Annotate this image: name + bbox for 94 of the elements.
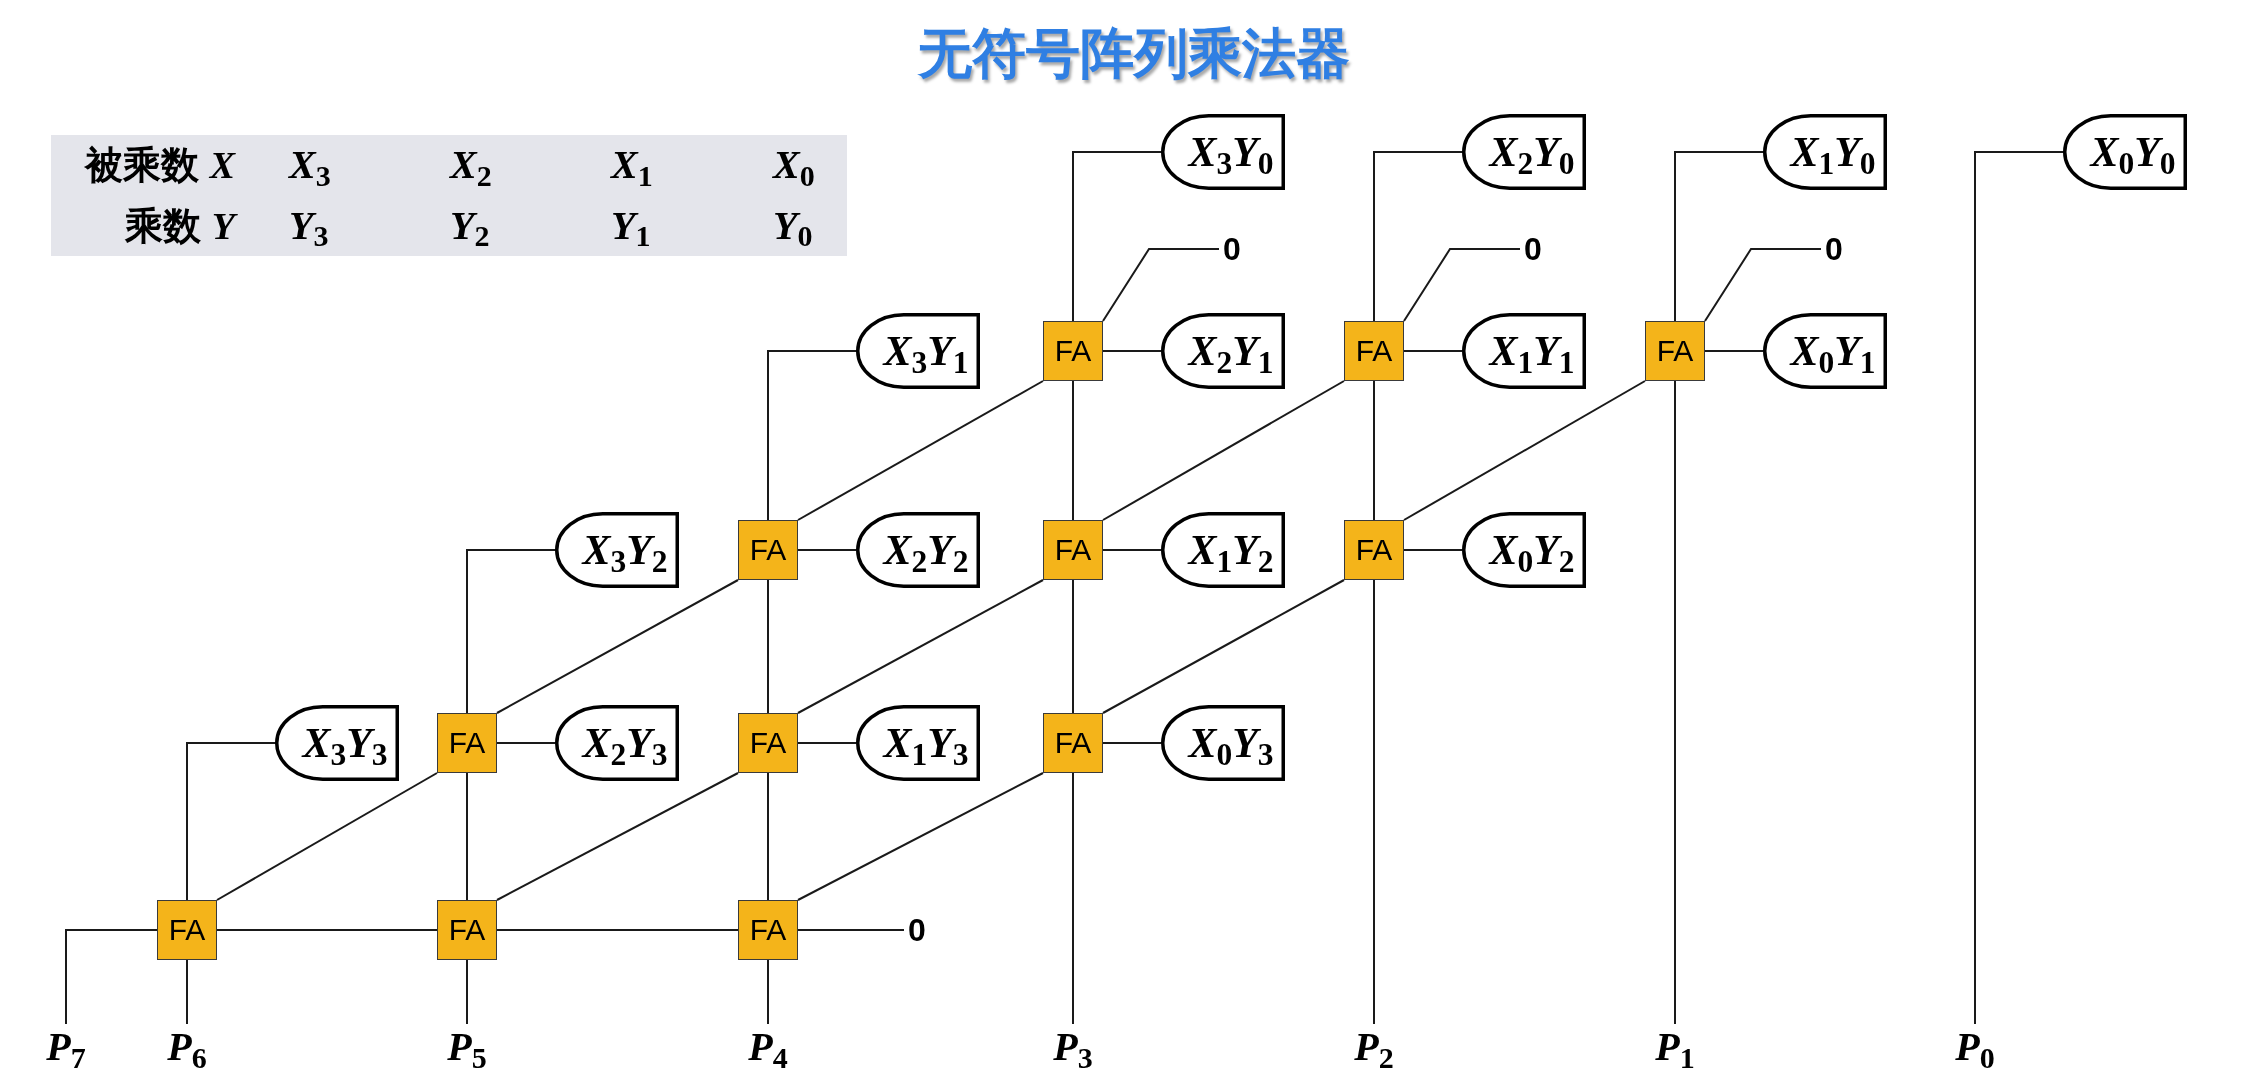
operand-bit: Y$_{2}$ (450, 205, 490, 246)
wire (496, 579, 739, 714)
output-bit-label: P$_{3}$ (1053, 1024, 1093, 1070)
wire (466, 959, 468, 1025)
constant-zero: 0 (908, 912, 926, 948)
full-adder-box: FA (437, 713, 497, 773)
wire (767, 959, 769, 1025)
wire (1102, 742, 1162, 744)
row-heading: 被乘数 X (85, 146, 235, 185)
full-adder-box: FA (1645, 321, 1705, 381)
and-gate: X$_{3}$Y$_{3}$ (275, 705, 399, 781)
wire (1072, 380, 1074, 521)
wire (186, 959, 188, 1025)
wire (1974, 151, 2065, 1025)
full-adder-box: FA (1043, 713, 1103, 773)
wire (1704, 350, 1764, 352)
operand-bit: Y$_{3}$ (289, 205, 329, 246)
full-adder-box: FA (738, 900, 798, 960)
and-gate: X$_{1}$Y$_{3}$ (856, 705, 980, 781)
operand-bit: X$_{2}$ (450, 145, 492, 186)
wire (1373, 579, 1375, 1025)
wire (1674, 380, 1676, 1025)
output-bit-label: P$_{7}$ (46, 1024, 86, 1070)
wire (1102, 380, 1345, 521)
wire (1674, 151, 1765, 322)
full-adder-box: FA (738, 520, 798, 580)
wire (1072, 579, 1074, 714)
wire (797, 929, 905, 931)
and-gate: X$_{2}$Y$_{2}$ (856, 512, 980, 588)
wire (1102, 549, 1162, 551)
wire (1403, 549, 1463, 551)
wire (466, 549, 557, 714)
and-gate: X$_{0}$Y$_{0}$ (2063, 114, 2187, 190)
wire (216, 772, 438, 901)
output-bit-label: P$_{4}$ (748, 1024, 788, 1070)
wire (797, 579, 1044, 714)
wire (65, 929, 159, 1025)
wire (186, 742, 277, 901)
wire (1072, 151, 1163, 322)
wire (767, 350, 858, 521)
full-adder-box: FA (1043, 321, 1103, 381)
full-adder-box: FA (1043, 520, 1103, 580)
wire (496, 929, 739, 931)
wire (797, 772, 1044, 901)
constant-zero: 0 (1524, 231, 1542, 267)
and-gate: X$_{2}$Y$_{0}$ (1462, 114, 1586, 190)
and-gate: X$_{1}$Y$_{0}$ (1763, 114, 1887, 190)
and-gate: X$_{3}$Y$_{2}$ (555, 512, 679, 588)
operand-bit: Y$_{1}$ (611, 205, 651, 246)
constant-zero: 0 (1825, 231, 1843, 267)
full-adder-box: FA (1344, 321, 1404, 381)
operand-bit: X$_{1}$ (611, 145, 653, 186)
wire (1373, 151, 1464, 322)
and-gate: X$_{0}$Y$_{1}$ (1763, 313, 1887, 389)
wire (767, 772, 769, 901)
wire (797, 380, 1044, 521)
and-gate: X$_{0}$Y$_{3}$ (1161, 705, 1285, 781)
wire (1102, 350, 1162, 352)
operand-bit: Y$_{0}$ (773, 205, 813, 246)
full-adder-box: FA (157, 900, 217, 960)
wire (767, 579, 769, 714)
and-gate: X$_{3}$Y$_{1}$ (856, 313, 980, 389)
output-bit-label: P$_{0}$ (1955, 1024, 1995, 1070)
wire (1373, 380, 1375, 521)
wire (1102, 579, 1345, 714)
operand-bit: X$_{3}$ (289, 145, 331, 186)
and-gate: X$_{1}$Y$_{1}$ (1462, 313, 1586, 389)
wire (1403, 380, 1646, 521)
wire (1102, 248, 1220, 322)
and-gate: X$_{3}$Y$_{0}$ (1161, 114, 1285, 190)
wire (216, 929, 438, 931)
wire (496, 772, 739, 901)
wire (1403, 248, 1521, 322)
wire (496, 742, 556, 744)
wire (1403, 350, 1463, 352)
constant-zero: 0 (1223, 231, 1241, 267)
wire (797, 549, 857, 551)
diagram-title: 无符号阵列乘法器 (917, 22, 1350, 85)
and-gate: X$_{2}$Y$_{3}$ (555, 705, 679, 781)
wire (1704, 248, 1822, 322)
full-adder-box: FA (1344, 520, 1404, 580)
wire (1072, 772, 1074, 1025)
and-gate: X$_{1}$Y$_{2}$ (1161, 512, 1285, 588)
and-gate: X$_{0}$Y$_{2}$ (1462, 512, 1586, 588)
full-adder-box: FA (738, 713, 798, 773)
output-bit-label: P$_{1}$ (1655, 1024, 1695, 1070)
wire (797, 742, 857, 744)
operand-bit: X$_{0}$ (773, 145, 815, 186)
and-gate: X$_{2}$Y$_{1}$ (1161, 313, 1285, 389)
full-adder-box: FA (437, 900, 497, 960)
output-bit-label: P$_{2}$ (1354, 1024, 1394, 1070)
output-bit-label: P$_{5}$ (447, 1024, 487, 1070)
wire (466, 772, 468, 901)
output-bit-label: P$_{6}$ (167, 1024, 207, 1070)
